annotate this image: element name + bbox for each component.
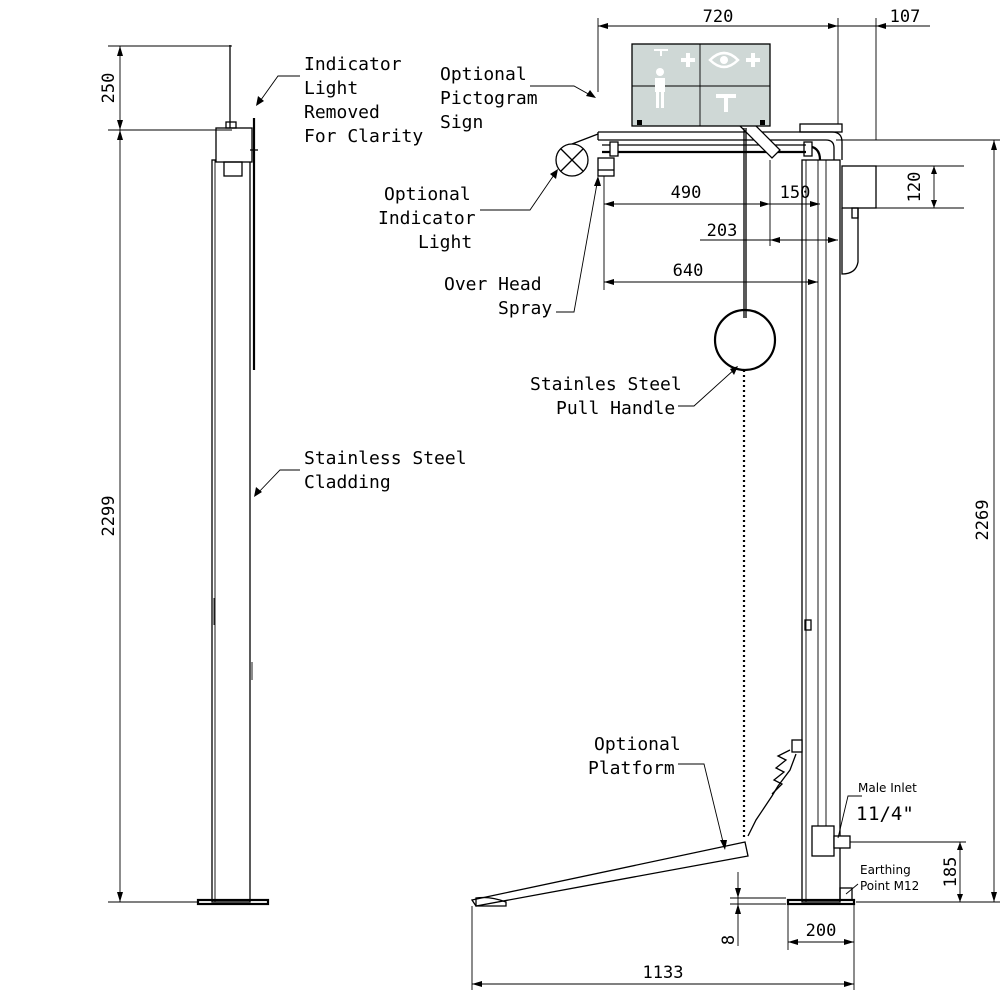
dimension-200: 200 — [787, 904, 855, 990]
shower-icon — [716, 94, 736, 112]
dim-250-text: 250 — [99, 73, 119, 104]
svg-text:Male Inlet: Male Inlet — [858, 781, 917, 795]
label-earthing: Earthing Point M12 — [845, 863, 919, 895]
svg-text:For Clarity: For Clarity — [304, 126, 423, 147]
svg-text:Optional: Optional — [440, 64, 527, 85]
person-icon — [654, 49, 668, 108]
svg-text:Optional: Optional — [384, 184, 471, 205]
dim-2299-text: 2299 — [99, 496, 119, 537]
dim-107-text: 107 — [890, 7, 921, 27]
front-view — [470, 43, 877, 907]
svg-text:Earthing: Earthing — [860, 863, 911, 877]
svg-text:Indicator: Indicator — [304, 54, 402, 75]
svg-text:Removed: Removed — [304, 102, 380, 123]
svg-text:Pull Handle: Pull Handle — [556, 398, 675, 419]
dim-8-text: 8 — [719, 935, 739, 945]
label-pictogram: Optional Pictogram Sign — [440, 64, 596, 133]
label-male-inlet: Male Inlet 1 1/4" — [837, 781, 917, 839]
label-pull-handle: Stainles Steel Pull Handle — [530, 366, 738, 419]
side-view — [196, 45, 270, 906]
dim-185-text: 185 — [941, 857, 961, 888]
dimension-250: 250 — [99, 45, 232, 131]
dim-640-text: 640 — [673, 261, 704, 281]
eye-icon — [708, 51, 740, 69]
dimension-640: 640 — [604, 261, 818, 285]
svg-text:Pictogram: Pictogram — [440, 88, 538, 109]
dim-2269-text: 2269 — [973, 500, 993, 541]
svg-text:Cladding: Cladding — [304, 472, 391, 493]
svg-text:Over Head: Over Head — [444, 274, 542, 295]
svg-text:Point M12: Point M12 — [860, 879, 919, 893]
dimension-1133: 1133 — [471, 906, 854, 990]
dim-490-text: 490 — [671, 183, 702, 203]
svg-text:Indicator: Indicator — [378, 208, 476, 229]
label-platform: Optional Platform — [588, 734, 727, 850]
dimension-203: 203 — [700, 221, 838, 243]
svg-text:Spray: Spray — [498, 298, 552, 319]
dimension-2269: 2269 — [836, 139, 1000, 903]
dimension-490: 490 — [603, 160, 771, 290]
dim-200-text: 200 — [806, 921, 837, 941]
dim-120-text: 120 — [905, 172, 925, 203]
label-indicator-removed: Indicator Light Removed For Clarity — [256, 54, 423, 147]
dimension-8: 8 — [719, 872, 786, 946]
label-cladding: Stainless Steel Cladding — [254, 448, 467, 497]
dimension-185: 185 — [850, 841, 966, 902]
plus-icon — [681, 53, 695, 67]
dim-150-text: 150 — [780, 183, 811, 203]
label-indicator-light: Optional Indicator Light — [378, 169, 558, 253]
svg-text:Platform: Platform — [588, 758, 675, 779]
dim-203-text: 203 — [707, 221, 738, 241]
dim-1133-text: 1133 — [643, 963, 684, 983]
svg-text:1: 1 — [856, 803, 867, 825]
plus-icon — [746, 53, 760, 67]
dimension-120: 120 — [876, 165, 964, 209]
dimension-150: 150 — [770, 183, 820, 207]
svg-text:Light: Light — [418, 232, 472, 253]
svg-text:Stainles Steel: Stainles Steel — [530, 374, 682, 395]
dim-720-text: 720 — [703, 7, 734, 27]
dimension-107: 107 — [838, 7, 930, 140]
svg-text:Light: Light — [304, 78, 358, 99]
dimension-720: 720 — [597, 7, 839, 124]
dimension-2299: 2299 — [99, 130, 198, 903]
svg-text:Optional: Optional — [594, 734, 681, 755]
label-overhead-spray: Over Head Spray — [444, 176, 601, 319]
svg-text:Sign: Sign — [440, 112, 483, 133]
indicator-light-icon — [555, 133, 599, 177]
svg-text:1/4": 1/4" — [868, 803, 914, 825]
svg-text:Stainless Steel: Stainless Steel — [304, 448, 467, 469]
